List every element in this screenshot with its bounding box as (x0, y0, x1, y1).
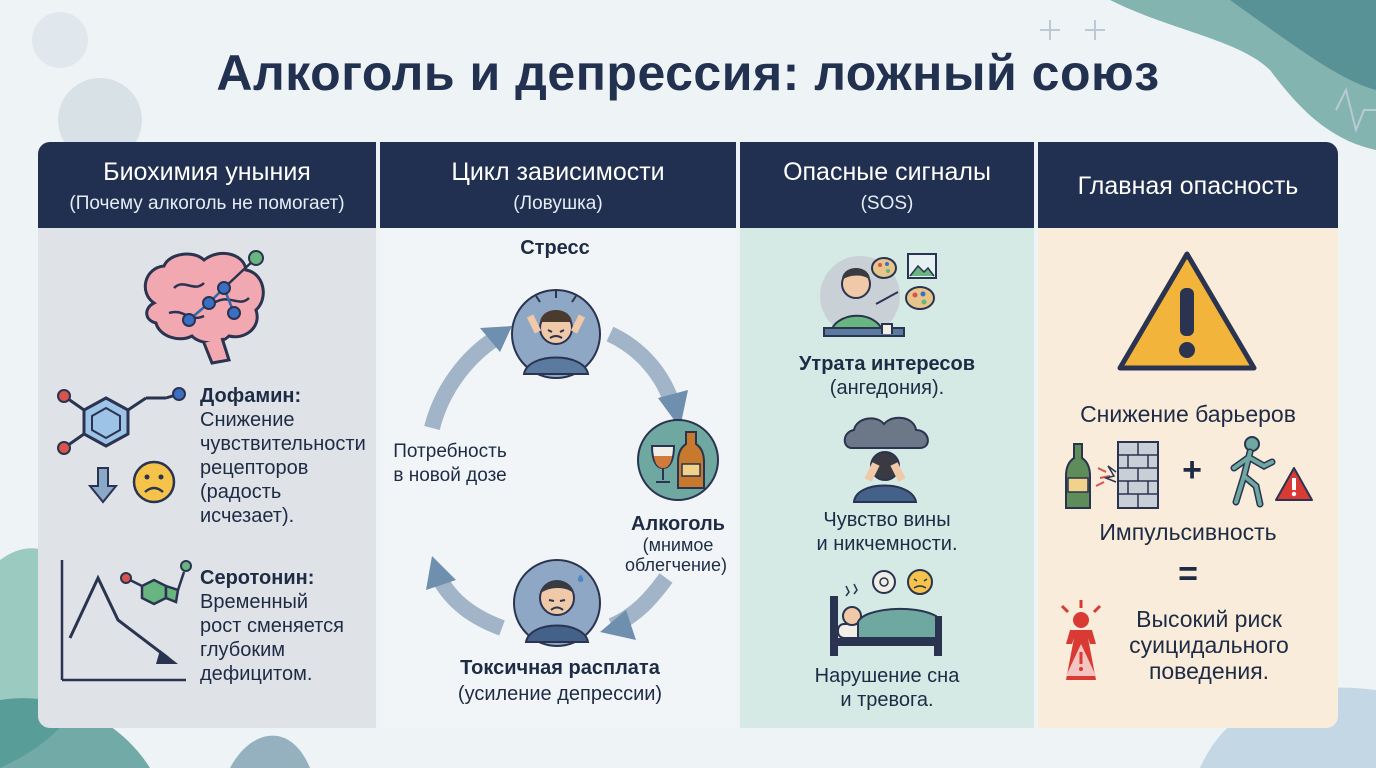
serotonin-line: рост сменяется (200, 615, 344, 637)
panel-heading: Цикл зависимости (451, 158, 665, 186)
panel-signals: Опасные сигналы (SOS) Утрата интересов (… (740, 142, 1034, 728)
page-title: Алкоголь и депрессия: ложный союз (216, 45, 1160, 101)
dopamine-line: чувствительности (200, 433, 366, 455)
serotonin-chart-icon (60, 560, 192, 682)
serotonin-line: Временный (200, 591, 309, 613)
dopamine-line: рецепторов (200, 457, 309, 479)
danger-equals-sign: = (1178, 555, 1198, 593)
alcohol-bottle-icon (637, 419, 719, 501)
cycle-toxic-label: Токсичная расплата (460, 657, 660, 679)
panel-header: Опасные сигналы (SOS) (740, 142, 1034, 228)
dopamine-line: (радость (200, 481, 282, 503)
cycle-alcohol-note: (мнимое (642, 535, 714, 555)
dopamine-line: Снижение (200, 409, 295, 431)
panel-body: Утрата интересов (ангедония). Чувство ви… (740, 228, 1034, 728)
panel-header: Главная опасность (1038, 142, 1338, 228)
panel-header: Биохимия уныния (Почему алкоголь не помо… (38, 142, 376, 228)
panel-body: Дофамин: Снижение чувствительности рецеп… (38, 228, 376, 728)
storm-cloud-person-icon (843, 416, 929, 503)
down-arrow-icon (87, 467, 119, 504)
panel-heading: Опасные сигналы (783, 158, 991, 186)
panel-heading: Главная опасность (1077, 172, 1299, 200)
panel-danger: Главная опасность Снижение барьеров + Им… (1038, 142, 1338, 728)
panel-heading: Биохимия уныния (103, 158, 311, 186)
signal-guilt-label: Чувство вины (823, 509, 951, 531)
serotonin-line: глубоким (200, 639, 285, 661)
signal-guilt-note: и никчемности. (816, 533, 958, 555)
cycle-need-label: в новой дозе (393, 465, 507, 486)
red-alert-person-icon (1060, 600, 1102, 680)
depressed-person-icon (513, 559, 601, 647)
panel-cycle: Цикл зависимости (Ловушка) Стресс (380, 142, 736, 728)
sad-face-icon (132, 460, 176, 504)
cycle-stress-label: Стресс (520, 237, 590, 259)
dopamine-line: исчезает). (200, 505, 295, 527)
sleepless-bed-icon (830, 569, 942, 656)
painter-icon (820, 253, 937, 337)
panel-subheading: (SOS) (860, 193, 914, 214)
danger-risk-line: суицидального (1129, 632, 1289, 658)
dopamine-molecule-icon (57, 387, 186, 455)
signal-sleep-note: и тревога. (840, 689, 934, 711)
small-warning-icon (1275, 467, 1313, 501)
danger-impulsivity-label: Импульсивность (1099, 519, 1277, 545)
signal-anhedonia-note: (ангедония). (829, 377, 945, 399)
panel-header: Цикл зависимости (Ловушка) (380, 142, 736, 228)
panel-body: Стресс Алкоголь (мнимое облегчение) (380, 228, 736, 728)
panel-subheading: (Ловушка) (513, 193, 603, 214)
warning-triangle-icon (1117, 251, 1257, 371)
panel-subheading: (Почему алкоголь не помогает) (69, 193, 345, 214)
danger-barriers-label: Снижение барьеров (1080, 401, 1296, 427)
cycle-toxic-note: (усиление депрессии) (457, 683, 663, 705)
walking-person-icon (1230, 436, 1276, 508)
dopamine-title: Дофамин: (200, 385, 302, 407)
serotonin-line: дефицитом. (200, 663, 313, 685)
brain-icon (143, 250, 265, 365)
signal-sleep-label: Нарушение сна (814, 665, 960, 687)
cycle-alcohol-note: облегчение) (625, 555, 727, 575)
danger-risk-line: Высокий риск (1136, 606, 1282, 632)
stress-person-icon (511, 289, 601, 379)
bottle-breaking-wall-icon (1065, 441, 1159, 509)
cycle-alcohol-label: Алкоголь (631, 513, 725, 535)
signal-anhedonia-label: Утрата интересов (798, 353, 976, 375)
panel-biochemistry: Биохимия уныния (Почему алкоголь не помо… (38, 142, 376, 728)
serotonin-title: Серотонин: (200, 567, 315, 589)
panel-body: Снижение барьеров + Импульсивность = (1038, 228, 1338, 728)
danger-plus-sign: + (1182, 451, 1202, 489)
danger-risk-line: поведения. (1148, 658, 1270, 684)
cycle-arrows (424, 326, 688, 640)
cycle-need-label: Потребность (393, 441, 507, 462)
